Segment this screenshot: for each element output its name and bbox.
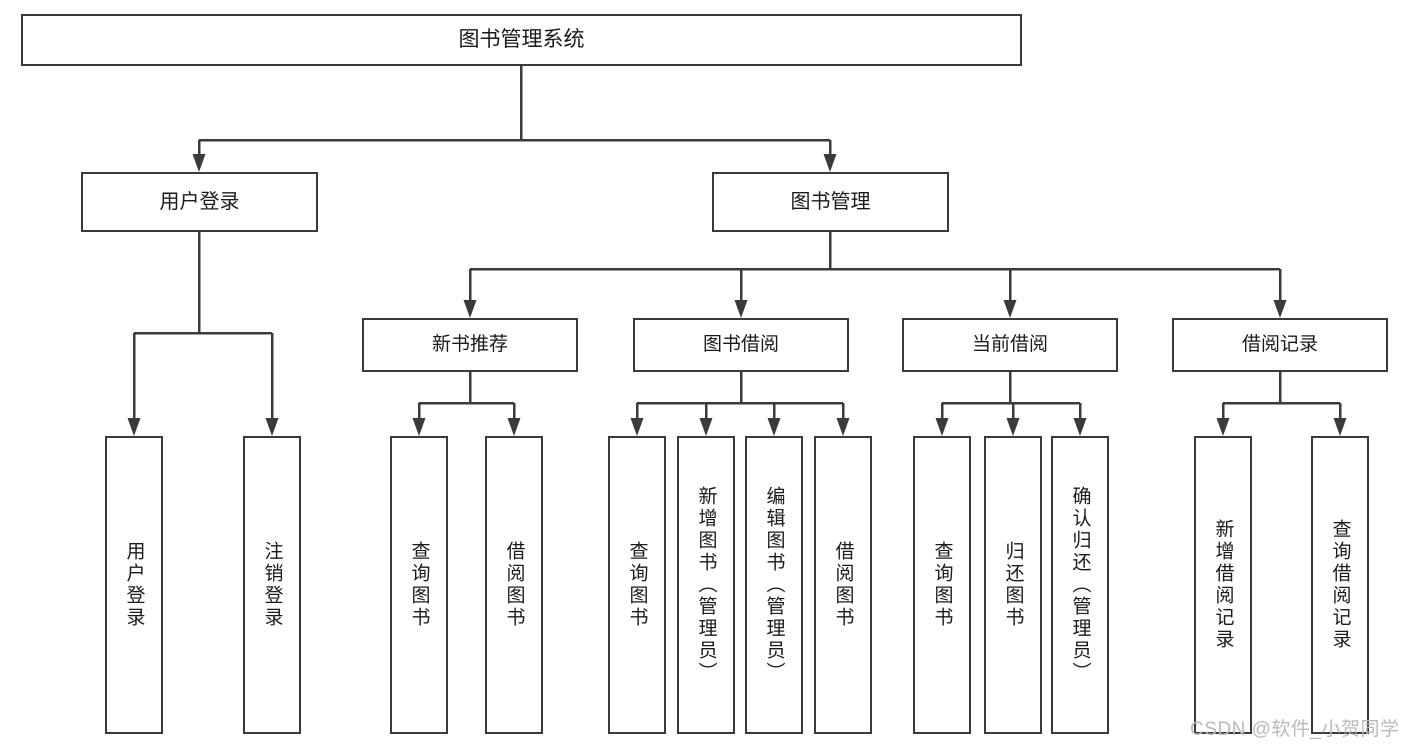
node-current-borrow: 当前借阅 — [902, 318, 1118, 372]
node-root: 图书管理系统 — [21, 14, 1022, 66]
node-label: 查询图书 — [626, 541, 648, 629]
node-new-book-rec: 新书推荐 — [362, 318, 578, 372]
node-label: 用户登录 — [159, 190, 240, 213]
arrow-head-leaf-return-book — [1006, 418, 1020, 436]
node-label: 确认归还（管理员） — [1069, 486, 1091, 684]
node-label: 图书管理系统 — [458, 27, 585, 51]
node-leaf-return-book: 归还图书 — [984, 436, 1042, 734]
node-label: 借阅图书 — [503, 541, 525, 629]
arrow-head-book-manage — [823, 154, 837, 172]
arrow-head-user-login — [192, 154, 206, 172]
node-label: 注销登录 — [261, 541, 283, 629]
node-label: 借阅记录 — [1241, 334, 1318, 356]
arrow-head-new-book-rec — [463, 300, 477, 318]
node-book-borrow: 图书借阅 — [633, 318, 849, 372]
arrow-head-book-borrow — [734, 300, 748, 318]
arrow-head-leaf-edit-book — [767, 418, 781, 436]
node-leaf-add-record: 新增借阅记录 — [1194, 436, 1252, 734]
node-leaf-query-book-1: 查询图书 — [390, 436, 448, 734]
node-label: 新增图书（管理员） — [695, 486, 717, 684]
node-leaf-add-book: 新增图书（管理员） — [677, 436, 735, 734]
arrow-head-leaf-borrow-book-2 — [836, 418, 850, 436]
arrow-head-leaf-query-book-2 — [630, 418, 644, 436]
node-leaf-user-logout: 注销登录 — [243, 436, 301, 734]
node-leaf-query-record: 查询借阅记录 — [1311, 436, 1369, 734]
node-label: 查询图书 — [408, 541, 430, 629]
node-leaf-query-book-2: 查询图书 — [608, 436, 666, 734]
arrow-head-leaf-user-login — [127, 418, 141, 436]
node-label: 借阅图书 — [832, 541, 854, 629]
arrow-head-leaf-borrow-book-1 — [507, 418, 521, 436]
node-label: 图书借阅 — [702, 334, 779, 356]
node-label: 新书推荐 — [431, 334, 508, 356]
node-label: 图书管理 — [790, 190, 871, 213]
arrow-head-leaf-confirm-return — [1073, 418, 1087, 436]
node-borrow-record: 借阅记录 — [1172, 318, 1388, 372]
node-leaf-borrow-book-1: 借阅图书 — [485, 436, 543, 734]
arrow-head-current-borrow — [1003, 300, 1017, 318]
arrow-head-leaf-add-book — [699, 418, 713, 436]
arrow-head-leaf-query-book-3 — [935, 418, 949, 436]
node-label: 新增借阅记录 — [1212, 519, 1234, 651]
node-leaf-edit-book: 编辑图书（管理员） — [745, 436, 803, 734]
node-label: 查询借阅记录 — [1329, 519, 1351, 651]
arrow-head-leaf-query-book-1 — [412, 418, 426, 436]
node-label: 归还图书 — [1002, 541, 1024, 629]
node-label: 编辑图书（管理员） — [763, 486, 785, 684]
node-label: 当前借阅 — [971, 334, 1048, 356]
node-label: 用户登录 — [123, 541, 145, 629]
node-leaf-confirm-return: 确认归还（管理员） — [1051, 436, 1109, 734]
watermark: CSDN @软件_小贺同学 — [1190, 719, 1400, 740]
node-leaf-query-book-3: 查询图书 — [913, 436, 971, 734]
node-label: 查询图书 — [931, 541, 953, 629]
arrow-head-leaf-add-record — [1216, 418, 1230, 436]
node-user-login: 用户登录 — [81, 172, 318, 232]
arrow-head-leaf-query-record — [1333, 418, 1347, 436]
arrow-head-borrow-record — [1273, 300, 1287, 318]
node-leaf-user-login: 用户登录 — [105, 436, 163, 734]
node-leaf-borrow-book-2: 借阅图书 — [814, 436, 872, 734]
arrow-head-leaf-user-logout — [265, 418, 279, 436]
node-book-manage: 图书管理 — [712, 172, 949, 232]
